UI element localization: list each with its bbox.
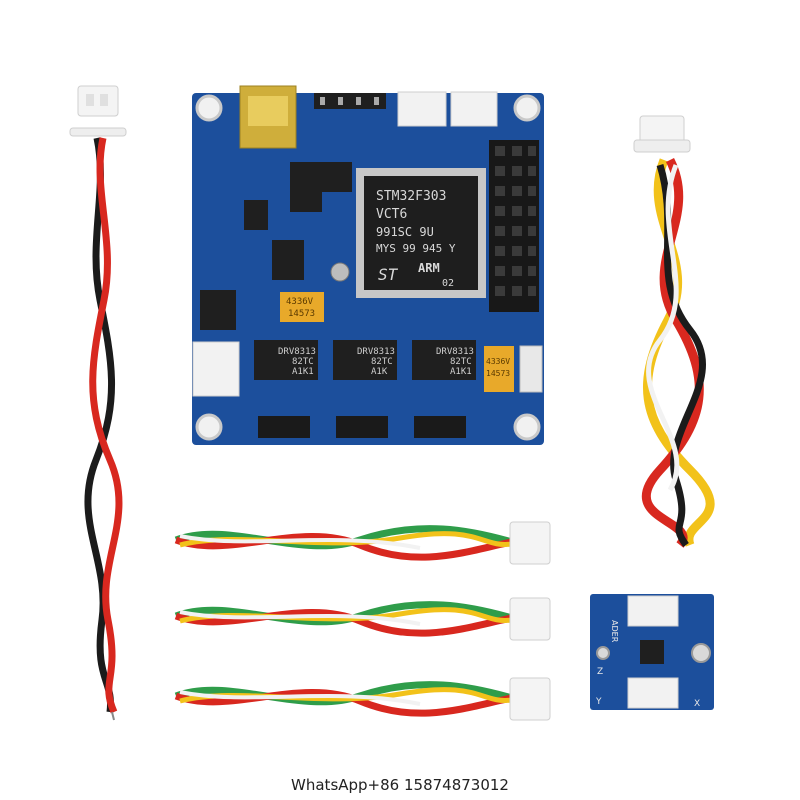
jst-connector <box>509 597 551 641</box>
driver-text: A1K1 <box>450 367 472 377</box>
cap-text: 14573 <box>486 369 510 378</box>
mount-hole <box>513 94 541 122</box>
tantalum-cap: 4336V 14573 <box>280 292 324 322</box>
driver-text: 82TC <box>292 357 314 367</box>
motor-header <box>336 416 388 438</box>
driver-text: 82TC <box>450 357 472 367</box>
driver-chip: DRV8313 82TC A1K1 <box>412 340 476 380</box>
ic-chip <box>200 290 236 330</box>
cap-text: 4336V <box>286 297 314 307</box>
mcu-text: 02 <box>442 278 454 289</box>
driver-chip: DRV8313 82TC A1K1 <box>254 340 318 380</box>
mount-hole <box>195 94 223 122</box>
axis-label-x: X <box>694 699 700 709</box>
mcu-text: 991SC 9U <box>376 225 434 239</box>
cap-text: 4336V <box>486 357 510 366</box>
cap-text: 14573 <box>288 309 315 319</box>
driver-text: 82TC <box>371 357 393 367</box>
mount-hole <box>691 643 711 663</box>
mcu-chip: STM32F303 VCT6 991SC 9U MYS 99 945 Y ARM… <box>356 168 486 298</box>
watermark-caption: WhatsApp+86 15874873012 <box>291 776 509 794</box>
ic-chip <box>244 200 268 230</box>
arm-logo-text: ARM <box>418 261 440 275</box>
white-connector <box>627 595 679 627</box>
ic-chip <box>316 162 352 192</box>
motor-header <box>414 416 466 438</box>
tantalum-cap: 4336V 14573 <box>484 346 514 392</box>
jst-connector <box>509 677 551 721</box>
sensor-board: ADER Y X Z <box>590 594 714 710</box>
mcu-text: STM32F303 <box>376 189 446 204</box>
driver-text: DRV8313 <box>278 347 316 357</box>
driver-text: A1K1 <box>292 367 314 377</box>
jst-connector <box>509 521 551 565</box>
short-cable <box>174 597 551 641</box>
motor-header <box>258 416 310 438</box>
imu-chip <box>640 640 664 664</box>
switch <box>519 345 543 393</box>
white-connector <box>627 677 679 709</box>
mcu-text: VCT6 <box>376 207 407 222</box>
jst-connector <box>77 85 119 117</box>
short-cable <box>174 677 551 721</box>
reset-button <box>330 262 350 282</box>
st-logo-icon: ST <box>378 265 399 284</box>
driver-text: A1K <box>371 367 388 377</box>
short-cable <box>174 521 551 565</box>
axis-label-y: Y <box>595 697 602 707</box>
mount-hole <box>195 413 223 441</box>
white-connector <box>397 91 447 127</box>
pin-header-block <box>489 140 539 312</box>
white-connector <box>192 341 240 397</box>
driver-text: DRV8313 <box>357 347 395 357</box>
ic-chip <box>272 240 304 280</box>
twisted-cable-right <box>633 115 715 548</box>
controller-board: STM32F303 VCT6 991SC 9U MYS 99 945 Y ARM… <box>192 85 544 445</box>
mount-hole <box>596 646 610 660</box>
white-connector <box>450 91 498 127</box>
sensor-label: ADER <box>610 620 619 643</box>
axis-label-z: Z <box>597 667 603 677</box>
mount-hole <box>513 413 541 441</box>
driver-chip: DRV8313 82TC A1K <box>333 340 397 380</box>
pin-header <box>314 93 386 109</box>
driver-text: DRV8313 <box>436 347 474 357</box>
mcu-text: MYS 99 945 Y <box>376 242 456 255</box>
red-black-cable <box>69 85 127 721</box>
